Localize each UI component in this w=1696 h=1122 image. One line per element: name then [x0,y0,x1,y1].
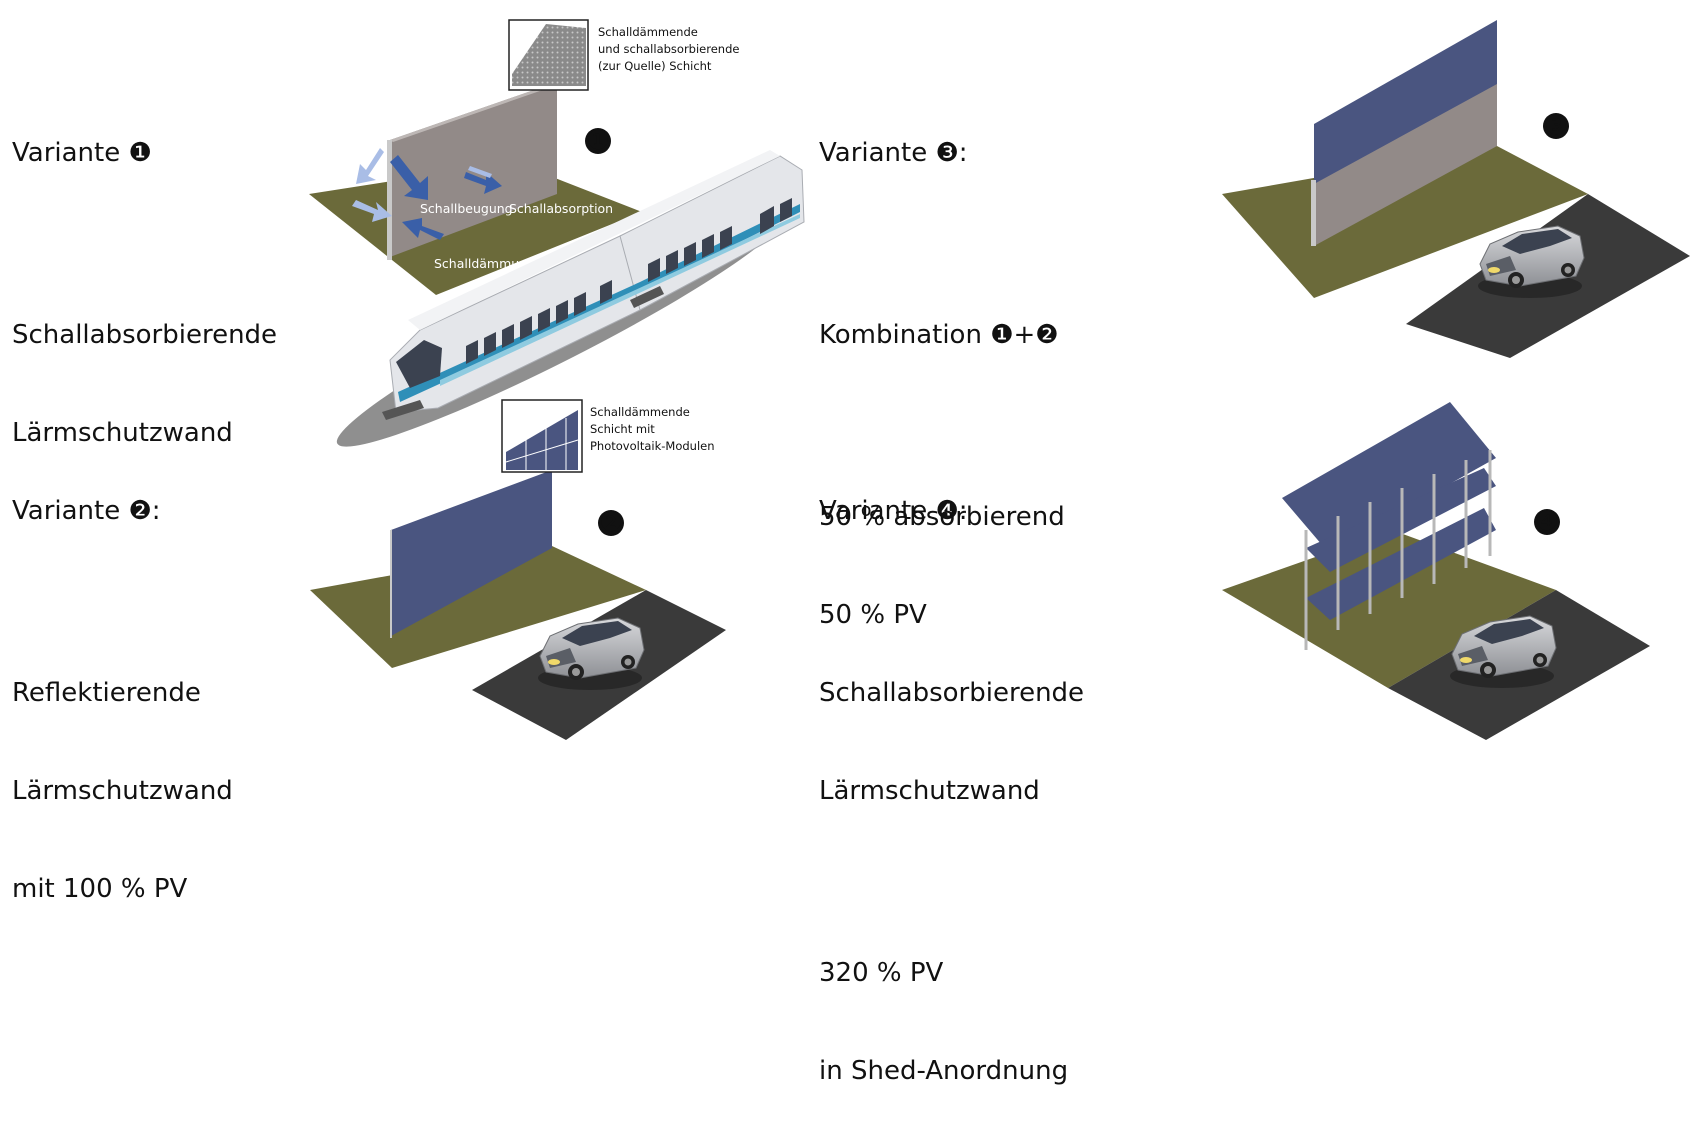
arrow-icon [356,148,384,184]
arrow-icon [468,166,492,178]
variant-3-combination: Kombination ❶+❷ [819,320,1059,350]
variant-3-marker: ❸ [1544,111,1567,141]
variant-3-marker-bg [1543,113,1569,139]
variant-1-marker: ❶ [586,126,609,156]
pv-panel [1314,20,1497,184]
variant-1-marker-bg [585,128,611,154]
shed-frame [1304,450,1492,650]
inset-label-line: Schalldämmende [590,405,690,419]
variant-2-desc-line: Reflektierende [12,678,201,708]
variant-2-marker: ❷ [599,508,622,538]
train-stripe [440,214,800,386]
variant-3-scene: ❸ [1222,20,1690,358]
train-windows [466,198,792,364]
pv-shed-panel [1282,402,1496,552]
variant-3-desc-line: 50 % PV [819,600,927,630]
train-bogie [382,400,424,420]
variant-1-heading: Variante ❶ [12,138,152,168]
variant-4-extra-line: in Shed-Anordnung [819,1056,1069,1086]
arrow-icon [402,218,444,240]
inset-absorbing-layer [512,24,586,86]
illustration-canvas: Schalldämmende und schallabsorbierende (… [309,19,1690,740]
inset-label: Schalldämmende und schallabsorbierende (… [598,25,743,73]
variant-1-scene: Schalldämmende und schallabsorbierende (… [309,19,743,295]
variant-2-heading: Variante ❷: [12,496,161,526]
variant-1-desc-line: Lärmschutzwand [12,418,233,448]
variant-4-scene: ❹ [1222,402,1650,740]
car-icon [1477,225,1585,299]
arrow-label-diffraction: Schallbeugung [420,201,513,216]
train-stripe [398,204,800,402]
inset-pv-modules [505,410,579,470]
variant-4-desc-line: Schallabsorbierende [819,678,1085,708]
variant-4-marker-bg [1534,509,1560,535]
arrow-icon [390,155,428,200]
arrow-icon [352,200,392,222]
inset-label-line: Schalldämmende [598,25,698,39]
variant-4-marker: ❹ [1535,507,1558,537]
inset-label-line: Schicht mit [590,422,655,436]
arrow-label-absorption: Schallabsorption [509,201,613,216]
inset-label: Schalldämmende Schicht mit Photovoltaik-… [590,405,715,453]
variant-2-marker-bg [598,510,624,536]
variant-4-heading: Variante ❹: [819,496,968,526]
wall-post [387,140,392,260]
variant-3-heading: Variante ❸: [819,138,968,168]
variant-2-desc-line: Lärmschutzwand [12,776,233,806]
arrow-icon [464,172,502,194]
inset-label-line: Photovoltaik-Modulen [590,439,715,453]
variant-4-extra-line: 320 % PV [819,958,944,988]
inset-label-line: (zur Quelle) Schicht [598,59,712,73]
variant-2-scene: Schalldämmende Schicht mit Photovoltaik-… [310,399,726,740]
variant-2-desc-line: mit 100 % PV [12,874,188,904]
train-bogie [630,286,664,308]
variant-1-text: Variante ❶ Schallabsorbierende Lärmschut… [12,68,277,484]
variant-4-desc-line: Lärmschutzwand [819,776,1040,806]
wall-top-edge [390,82,560,142]
pv-wall [391,470,552,636]
car-icon [537,617,645,691]
variant-1-desc-line: Schallabsorbierende [12,320,278,350]
arrow-label-insulation: Schalldämmung [434,256,535,271]
train-roof [408,150,780,330]
absorbing-wall [1314,82,1497,246]
wall-post [1311,180,1316,246]
variant-3-desc-line: 50 % absorbierend [819,502,1065,532]
train-windshield [396,340,442,388]
inset-label-line: und schallabsorbierende [598,42,739,56]
variant-3-text: Variante ❸: Kombination ❶+❷ 50 % absorbi… [819,68,1065,666]
train-icon [336,150,805,447]
